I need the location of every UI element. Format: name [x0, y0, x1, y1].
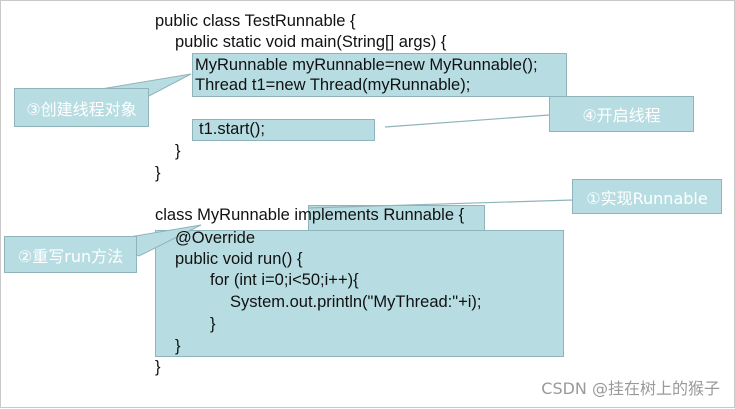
highlight-start-call [192, 119, 375, 141]
code-line-8: class MyRunnable implements Runnable { [155, 206, 464, 225]
code-line-10: public void run() { [175, 250, 303, 268]
code-line-5: t1.start(); [199, 120, 266, 138]
code-implements: implements Runnable [294, 206, 454, 224]
watermark: CSDN @挂在树上的猴子 [541, 379, 720, 398]
code-line-2: public static void main(String[] args) { [175, 33, 447, 51]
code-line-3: MyRunnable myRunnable=new MyRunnable(); [195, 56, 538, 74]
code-open-brace: { [454, 206, 465, 224]
code-line-15: } [155, 358, 161, 376]
highlight-run-method [155, 230, 564, 357]
code-line-11: for (int i=0;i<50;i++){ [210, 271, 359, 289]
code-line-4: Thread t1=new Thread(myRunnable); [195, 76, 471, 94]
code-line-13: } [210, 315, 216, 333]
callout-implement-runnable: ①实现Runnable [572, 179, 722, 214]
code-line-9: @Override [175, 229, 256, 247]
callout-start-thread: ④开启线程 [549, 96, 694, 132]
code-line-14: } [175, 337, 181, 355]
code-line-7: } [155, 164, 161, 182]
code-line-12: System.out.println("MyThread:"+i); [230, 293, 482, 311]
callout-create-thread-object: ③创建线程对象 [14, 88, 149, 127]
highlight-create-thread [192, 53, 567, 97]
code-line-6: } [175, 142, 181, 160]
code-class-decl: class MyRunnable [155, 206, 295, 224]
code-line-1: public class TestRunnable { [155, 12, 356, 30]
callout-override-run: ②重写run方法 [4, 236, 137, 273]
